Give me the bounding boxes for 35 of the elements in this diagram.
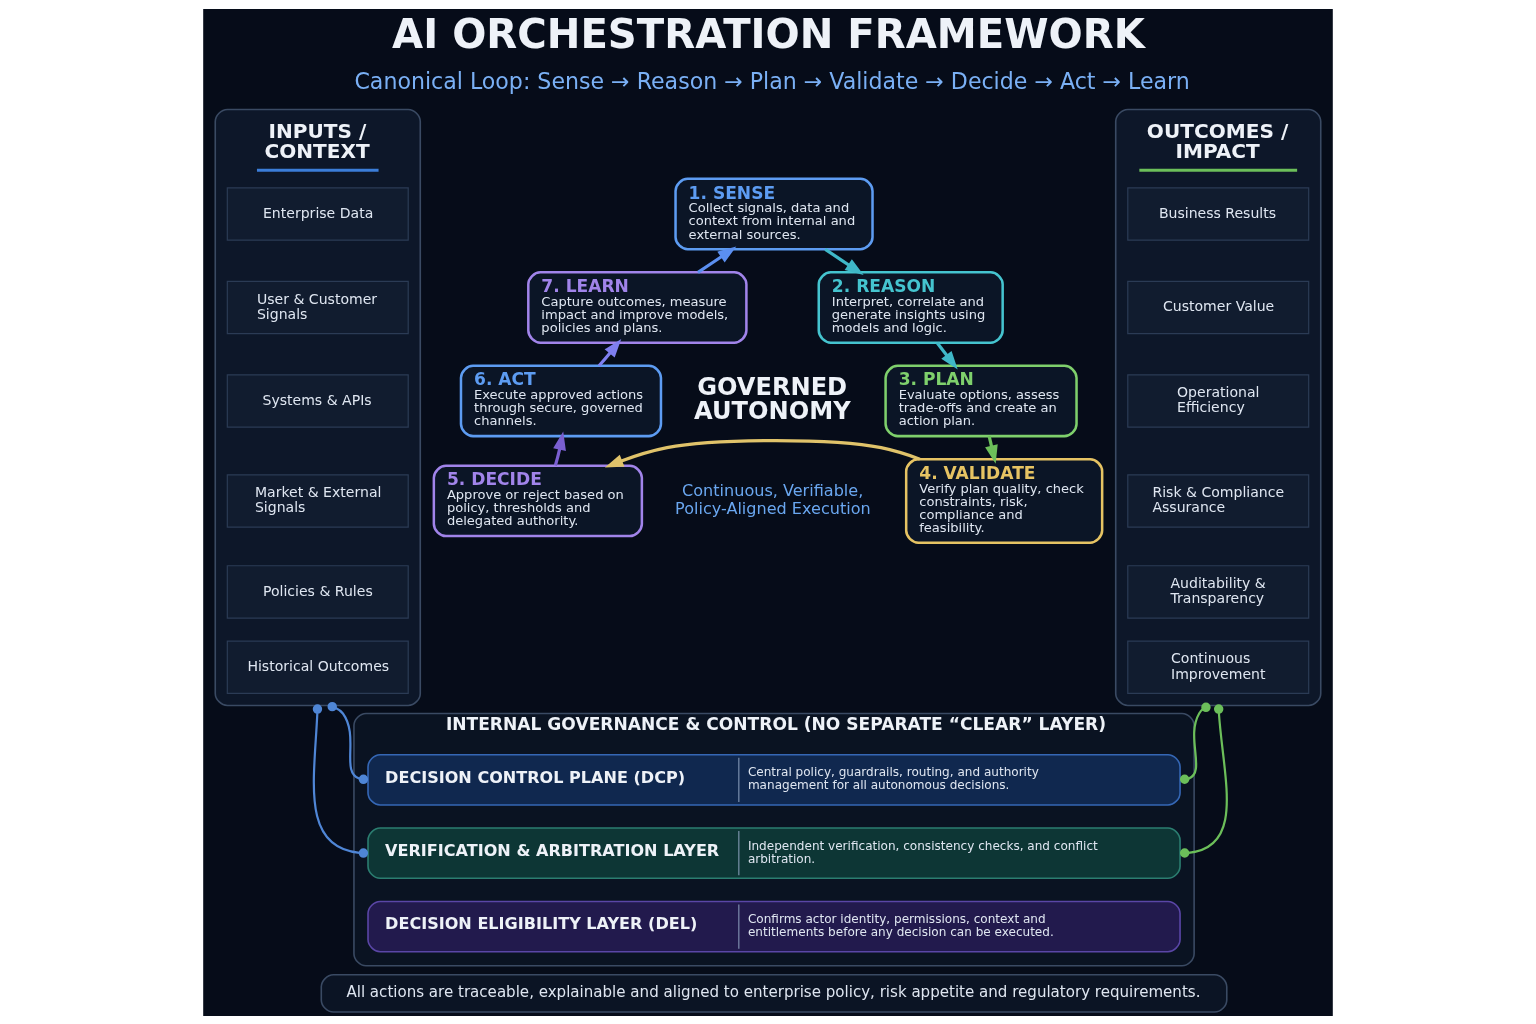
arrow bbox=[597, 338, 622, 367]
node-box: 2. REASON Interpret, correlate and generate insights using models and logic. bbox=[817, 270, 1004, 344]
node-box: 3. PLAN Evaluate options, assess trade-offs and create an action plan. bbox=[884, 364, 1078, 437]
node-box: Risk & Compliance Assurance bbox=[1127, 473, 1310, 528]
node-box: Operational Efficiency bbox=[1127, 373, 1310, 428]
node-box: All actions are traceable, explainable and aligned to enterprise policy, risk appetite and regulatory requirements. bbox=[320, 973, 1228, 1013]
node-box: Historical Outcomes bbox=[226, 640, 409, 694]
arrow bbox=[935, 341, 958, 370]
arrow bbox=[824, 247, 864, 275]
node-box: Continuous Improvement bbox=[1127, 640, 1310, 694]
node-box: Market & External Signals bbox=[226, 473, 409, 528]
label: GOVERNED AUTONOMY bbox=[694, 372, 851, 425]
node-box: 6. ACT Execute approved actions through secure, governed channels. bbox=[459, 364, 663, 437]
arrow bbox=[604, 438, 921, 467]
node-box: Enterprise Data bbox=[226, 186, 409, 241]
arrow bbox=[985, 435, 998, 464]
node-box: User & Customer Signals bbox=[226, 280, 409, 334]
connector bbox=[1179, 703, 1228, 858]
label: Continuous, Verifiable, Policy-Aligned Execution bbox=[675, 480, 871, 518]
node-box: Policies & Rules bbox=[226, 564, 409, 619]
node-box: 4. VALIDATE Verify plan quality, check constraints, risk, compliance and feasibility. bbox=[904, 457, 1104, 544]
connector bbox=[327, 701, 369, 784]
label: Canonical Loop: Sense → Reason → Plan → Validate → Decide → Act → Learn bbox=[354, 67, 1190, 94]
diagram-title: AI ORCHESTRATION FRAMEWORK bbox=[392, 10, 1145, 57]
node-box: Business Results bbox=[1127, 186, 1310, 241]
node-box: 5. DECIDE Approve or reject based on policy, thresholds and delegated authority. bbox=[432, 464, 644, 537]
node-box: 7. LEARN Capture outcomes, measure impact and improve models, policies and plans. bbox=[527, 270, 748, 344]
connector bbox=[312, 703, 369, 858]
node-box: Systems & APIs bbox=[226, 373, 409, 428]
node-box: 1. SENSE Collect signals, data and context from internal and external sources. bbox=[674, 177, 874, 250]
connector bbox=[1179, 702, 1211, 784]
arrow bbox=[553, 430, 566, 466]
node-box: Auditability & Transparency bbox=[1127, 564, 1310, 619]
node-box: Customer Value bbox=[1127, 280, 1310, 334]
arrow bbox=[697, 246, 737, 274]
